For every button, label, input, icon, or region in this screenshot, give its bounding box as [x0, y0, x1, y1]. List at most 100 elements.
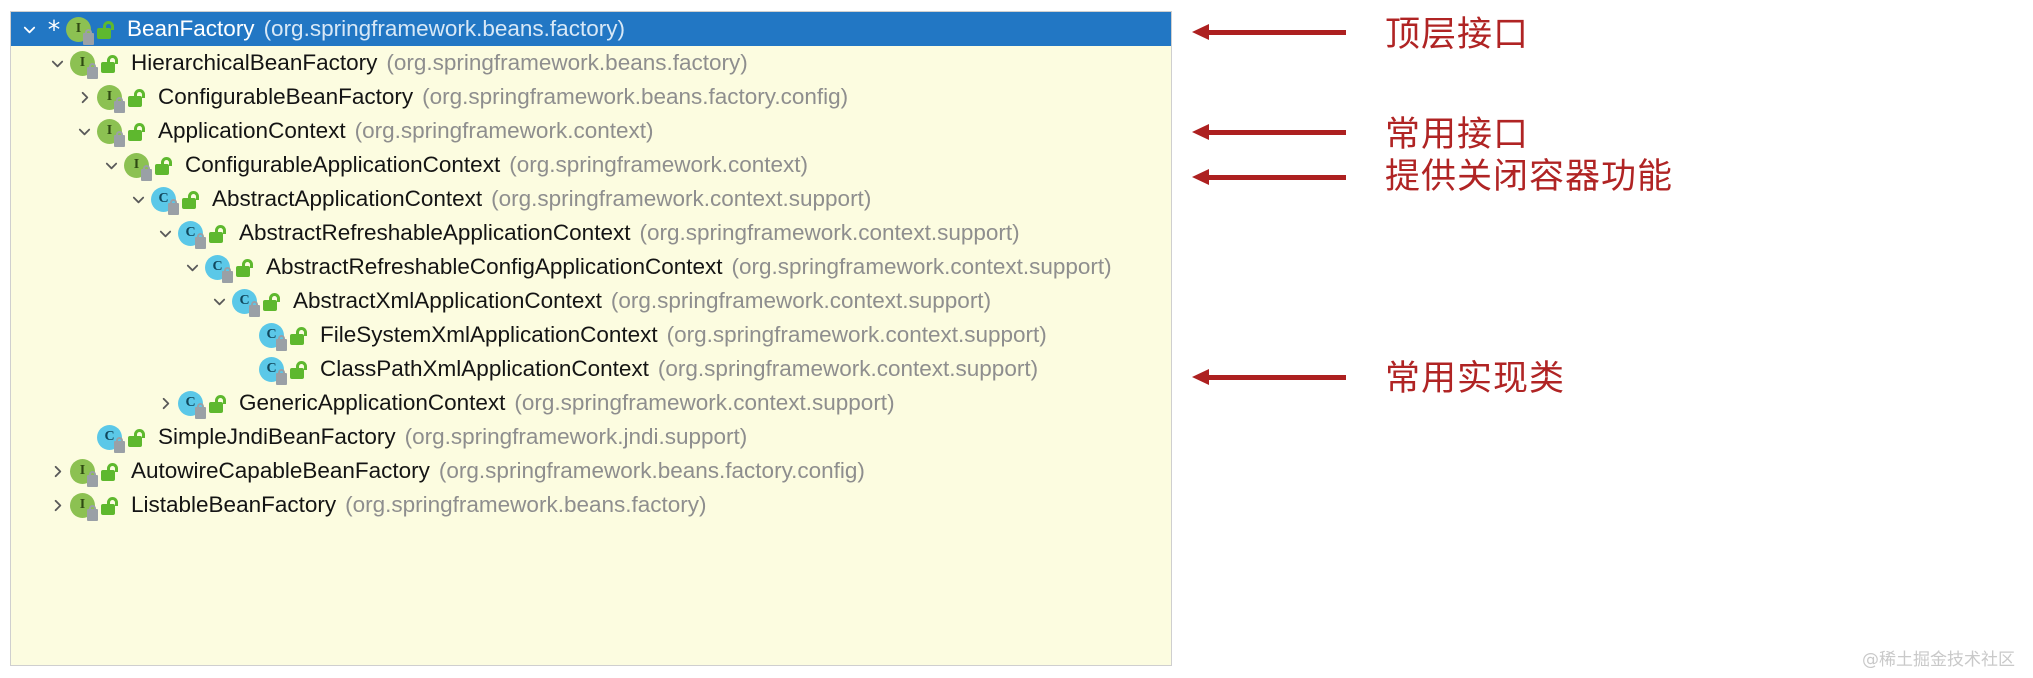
chevron-down-icon[interactable]	[98, 148, 124, 182]
unlocked-padlock-icon	[126, 85, 149, 109]
unlocked-padlock-icon	[126, 119, 149, 143]
tree-row[interactable]: I ApplicationContext (org.springframework.…	[11, 114, 1171, 148]
arrow-head-icon	[1192, 169, 1209, 185]
annotation-label: 顶层接口	[1385, 15, 1530, 55]
class-icon: C	[205, 254, 233, 283]
package-name: (org.springframework.context.support)	[639, 220, 1020, 245]
chevron-down-icon[interactable]	[71, 114, 97, 148]
interface-icon: I	[124, 152, 152, 181]
indent-spacer	[11, 148, 98, 182]
annotation-label: 提供关闭容器功能	[1385, 157, 1674, 197]
package-name: (org.springframework.context.support)	[657, 356, 1039, 381]
unlocked-padlock-icon	[99, 51, 122, 75]
watermark: @稀土掘金技术社区	[1862, 650, 2015, 670]
twisty-placeholder	[233, 352, 259, 386]
interface-icon: I	[97, 118, 125, 147]
type-name: AbstractRefreshableConfigApplicationCont…	[266, 254, 723, 279]
interface-icon: I	[70, 50, 98, 79]
indent-spacer	[11, 250, 179, 284]
chevron-down-icon[interactable]	[152, 216, 178, 250]
chevron-right-icon[interactable]	[44, 454, 70, 488]
unlocked-padlock-icon	[288, 357, 311, 381]
unlocked-padlock-icon	[95, 17, 118, 41]
indent-spacer	[11, 318, 233, 352]
twisty-placeholder	[71, 420, 97, 454]
arrow-shaft	[1206, 130, 1346, 135]
type-name: SimpleJndiBeanFactory	[158, 424, 396, 449]
type-name: AbstractRefreshableApplicationContext	[239, 220, 631, 245]
annotation-label: 常用实现类	[1385, 359, 1566, 399]
package-name: (org.springframework.beans.factory.confi…	[438, 458, 865, 483]
type-name: ListableBeanFactory	[131, 492, 337, 517]
class-icon: C	[151, 186, 179, 215]
type-name: BeanFactory	[127, 16, 255, 41]
indent-spacer	[11, 114, 71, 148]
unlocked-padlock-icon	[261, 289, 284, 313]
unlocked-padlock-icon	[234, 255, 257, 279]
indent-spacer	[11, 80, 71, 114]
interface-icon: I	[70, 492, 98, 521]
type-name: AbstractApplicationContext	[212, 186, 483, 211]
chevron-down-icon[interactable]	[206, 284, 232, 318]
unlocked-padlock-icon	[99, 493, 122, 517]
arrow-head-icon	[1192, 369, 1209, 385]
chevron-down-icon[interactable]	[125, 182, 151, 216]
package-name: (org.springframework.jndi.support)	[404, 424, 748, 449]
indent-spacer	[11, 216, 152, 250]
arrow-shaft	[1206, 175, 1346, 180]
annotation-label: 常用接口	[1385, 115, 1530, 155]
type-name: ConfigurableBeanFactory	[158, 84, 414, 109]
indent-spacer	[11, 46, 44, 80]
class-icon: C	[178, 220, 206, 249]
type-name: AbstractXmlApplicationContext	[293, 288, 602, 313]
package-name: (org.springframework.context.support)	[514, 390, 895, 415]
chevron-down-icon[interactable]	[179, 250, 205, 284]
tree-row[interactable]: C AbstractXmlApplicationContext (org.sprin…	[11, 284, 1171, 318]
indent-spacer	[11, 352, 233, 386]
indent-spacer	[11, 488, 44, 522]
type-name: ApplicationContext	[158, 118, 346, 143]
chevron-right-icon[interactable]	[71, 80, 97, 114]
tree-row[interactable]: *I BeanFactory (org.springframework.beans.…	[11, 12, 1171, 46]
tree-row[interactable]: C AbstractRefreshableApplicationContext (o…	[11, 216, 1171, 250]
package-name: (org.springframework.context.support)	[731, 254, 1112, 279]
indent-spacer	[11, 454, 44, 488]
chevron-down-icon[interactable]	[16, 12, 42, 46]
class-icon: C	[97, 424, 125, 453]
package-name: (org.springframework.context.support)	[610, 288, 992, 313]
chevron-right-icon[interactable]	[44, 488, 70, 522]
package-name: (org.springframework.beans.factory)	[263, 16, 625, 41]
unlocked-padlock-icon	[180, 187, 203, 211]
unlocked-padlock-icon	[288, 323, 311, 347]
type-name: AutowireCapableBeanFactory	[131, 458, 430, 483]
unlocked-padlock-icon	[207, 391, 230, 415]
twisty-placeholder	[233, 318, 259, 352]
interface-icon: I	[66, 16, 94, 45]
unlocked-padlock-icon	[126, 425, 149, 449]
tree-row[interactable]: I ConfigurableBeanFactory (org.springframe…	[11, 80, 1171, 114]
package-name: (org.springframework.context)	[354, 118, 654, 143]
type-name: ConfigurableApplicationContext	[185, 152, 501, 177]
root-asterisk-marker: *	[47, 14, 61, 44]
indent-spacer	[11, 420, 71, 454]
tree-row[interactable]: C AbstractRefreshableConfigApplicationCon…	[11, 250, 1171, 284]
chevron-right-icon[interactable]	[152, 386, 178, 420]
interface-icon: I	[97, 84, 125, 113]
class-icon: C	[178, 390, 206, 419]
package-name: (org.springframework.context.support)	[666, 322, 1047, 347]
tree-row[interactable]: C SimpleJndiBeanFactory (org.springframewo…	[11, 420, 1171, 454]
class-icon: C	[232, 288, 260, 317]
type-name: HierarchicalBeanFactory	[131, 50, 378, 75]
package-name: (org.springframework.beans.factory.confi…	[422, 84, 849, 109]
chevron-down-icon[interactable]	[44, 46, 70, 80]
arrow-head-icon	[1192, 124, 1209, 140]
